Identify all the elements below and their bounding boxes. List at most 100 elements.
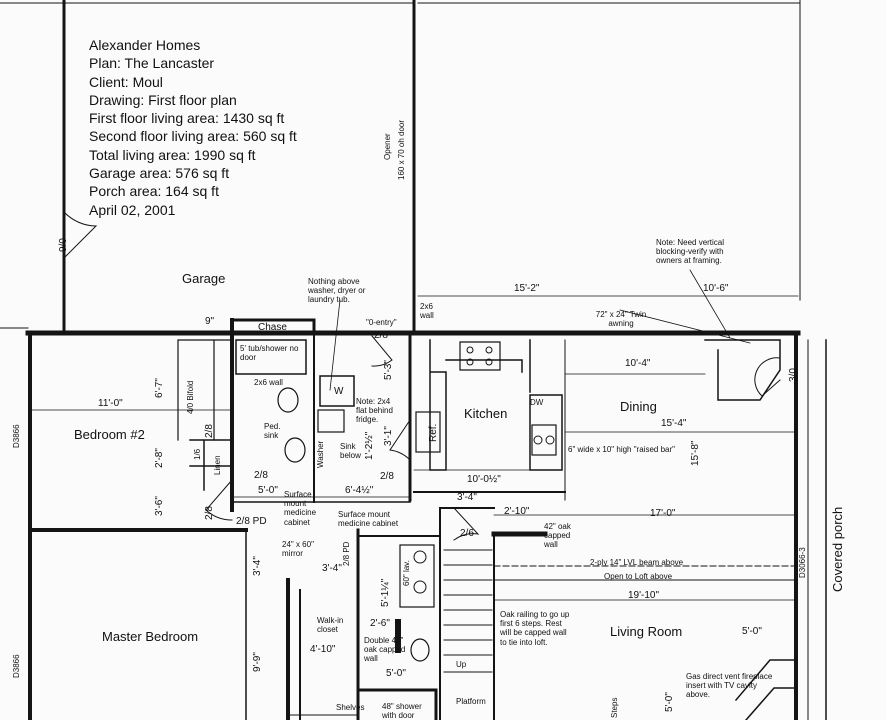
note-gas-fireplace: Gas direct vent fireplace insert with TV… <box>686 672 773 700</box>
dimension-label: 5'-0" <box>742 626 762 637</box>
dimension-label: D3866 <box>12 654 21 678</box>
label-platform: Platform <box>456 697 486 706</box>
dimension-label: 15'-4" <box>661 418 687 429</box>
label-linen: Linen <box>213 455 222 475</box>
laundry-sink <box>317 409 345 433</box>
dimension-label: 6'-7" <box>154 378 165 398</box>
door-swing-garage <box>63 211 98 259</box>
dimension-label: 11'-0" <box>98 398 123 409</box>
dimension-label: 19'-10" <box>628 590 660 601</box>
title-line: Porch area: 164 sq ft <box>89 183 219 200</box>
title-line: Plan: The Lancaster <box>89 55 215 72</box>
dimension-label: 15'-8" <box>690 440 701 466</box>
burner-4 <box>485 358 493 366</box>
dimension-label: 9" <box>205 316 215 327</box>
dimension-label: 3'-4" <box>322 563 342 574</box>
fridge <box>415 411 441 453</box>
dimension-label: 10'-4" <box>625 358 651 369</box>
dimension-label: 5'-3" <box>383 360 394 380</box>
note-surface-mount-1: Surface mount medicine cabinet <box>284 490 317 527</box>
closet-linen <box>189 439 233 491</box>
note-lvl-beam: 2-ply 14" LVL beam above <box>590 558 684 567</box>
door-swing-entry <box>371 335 393 367</box>
door-swing-hall <box>453 507 480 541</box>
note-tub-shower: 5' tub/shower no door <box>240 344 299 363</box>
note-dryer-w: W <box>334 386 344 397</box>
door-swing-laundry <box>389 419 411 461</box>
note-2x6-wall-b: 2x6 wall <box>420 302 434 321</box>
dimension-label: 5'-0" <box>386 668 406 679</box>
room-label-covered-porch: Covered porch <box>830 506 845 592</box>
dimension-label: 2'-10" <box>504 506 530 517</box>
dimension-label: 2/8 PD <box>236 516 267 527</box>
dimension-label: 10'-6" <box>703 283 729 294</box>
note-oak-railing: Oak railing to go up first 6 steps. Rest… <box>500 610 570 647</box>
room-label-bedroom2: Bedroom #2 <box>74 427 145 442</box>
dimension-label: 10'-0½" <box>467 474 501 485</box>
dimension-label: 5'-0" <box>664 692 675 712</box>
dimension-label: 17'-0" <box>650 508 676 519</box>
door-swing-bedroom <box>205 479 233 521</box>
note-60-lav: 60" lav. <box>402 560 411 586</box>
dimension-label: 2'-8" <box>154 448 165 468</box>
title-line: Drawing: First floor plan <box>89 91 237 108</box>
label-chase: Chase <box>258 322 287 333</box>
wall-shower-box <box>358 688 438 720</box>
leader-laundry <box>329 299 341 391</box>
dimension-label: 2/8 <box>204 424 215 438</box>
title-block: Alexander Homes Plan: The Lancaster Clie… <box>89 36 297 219</box>
dimension-label: 6'-4½" <box>345 485 374 496</box>
note-oh-door: 160 x 70 oh door <box>397 119 406 180</box>
title-line: Client: Moul <box>89 73 163 90</box>
kitchen-island <box>459 341 501 371</box>
dimension-label: 2/8 PD <box>342 541 351 566</box>
tub <box>235 339 307 375</box>
title-line: First floor living area: 1430 sq ft <box>89 110 285 127</box>
note-48-shower: 48" shower with door <box>382 702 422 720</box>
room-label-living-room: Living Room <box>610 624 683 639</box>
note-sink-below: Sink below <box>340 442 361 461</box>
note-open-to-loft: Open to Loft above <box>604 572 673 581</box>
dimension-label: 2/8 <box>254 470 268 481</box>
burner-2 <box>485 346 493 354</box>
lav-bowl-2 <box>413 580 427 594</box>
dimension-label: 2/6 <box>460 528 474 539</box>
dimension-label: 2'-6" <box>370 618 390 629</box>
burner-3 <box>466 358 474 366</box>
note-double-oak: Double 42" oak capped wall <box>364 636 406 664</box>
dimension-label: 3'-4" <box>457 492 477 503</box>
label-walk-in-closet: Walk-in closet <box>317 616 344 635</box>
dimension-label: 1'-2½" <box>364 431 375 460</box>
dimension-label: 2/8 <box>380 471 394 482</box>
dimension-label: 15'-2" <box>514 283 540 294</box>
title-line: Alexander Homes <box>89 37 201 53</box>
dimension-label: 2/8 <box>374 330 388 341</box>
note-mirror: 24" x 60" mirror <box>282 540 314 559</box>
lav-top <box>399 544 435 608</box>
note-nothing-above: Nothing above washer, dryer or laundry t… <box>308 277 366 305</box>
sink-bowl-1 <box>533 435 543 445</box>
note-2x4-flat: Note: 2x4 flat behind fridge. <box>356 397 393 425</box>
sink-bowl-2 <box>545 435 555 445</box>
note-twin-awning: 72" x 24" Twin awning <box>595 310 647 329</box>
dimension-label: 4'-10" <box>310 644 336 655</box>
note-ped-sink: Ped. sink <box>264 422 281 441</box>
stairs <box>443 549 493 673</box>
note-vertical-blocking: Note: Need vertical blocking-verify with… <box>656 238 725 266</box>
note-surface-mount-2: Surface mount medicine cabinet <box>338 510 399 529</box>
toilet <box>277 387 299 413</box>
note-oak-capped-wall: 42" oak capped wall <box>544 522 571 550</box>
dimension-label: D3866 <box>12 424 21 448</box>
note-steps: Steps <box>610 697 619 718</box>
label-shelves: Shelves <box>336 703 365 712</box>
ped-sink <box>284 437 306 463</box>
dimension-label: 9'-9" <box>252 652 263 672</box>
top-border-lines <box>0 0 801 329</box>
note-zero-entry: "0-entry" <box>366 318 397 327</box>
room-label-garage: Garage <box>182 271 226 286</box>
note-raised-bar: 6" wide x 10" high "raised bar" <box>568 445 675 454</box>
dimension-label: 1/6 <box>193 448 202 460</box>
label-up: Up <box>456 660 467 669</box>
